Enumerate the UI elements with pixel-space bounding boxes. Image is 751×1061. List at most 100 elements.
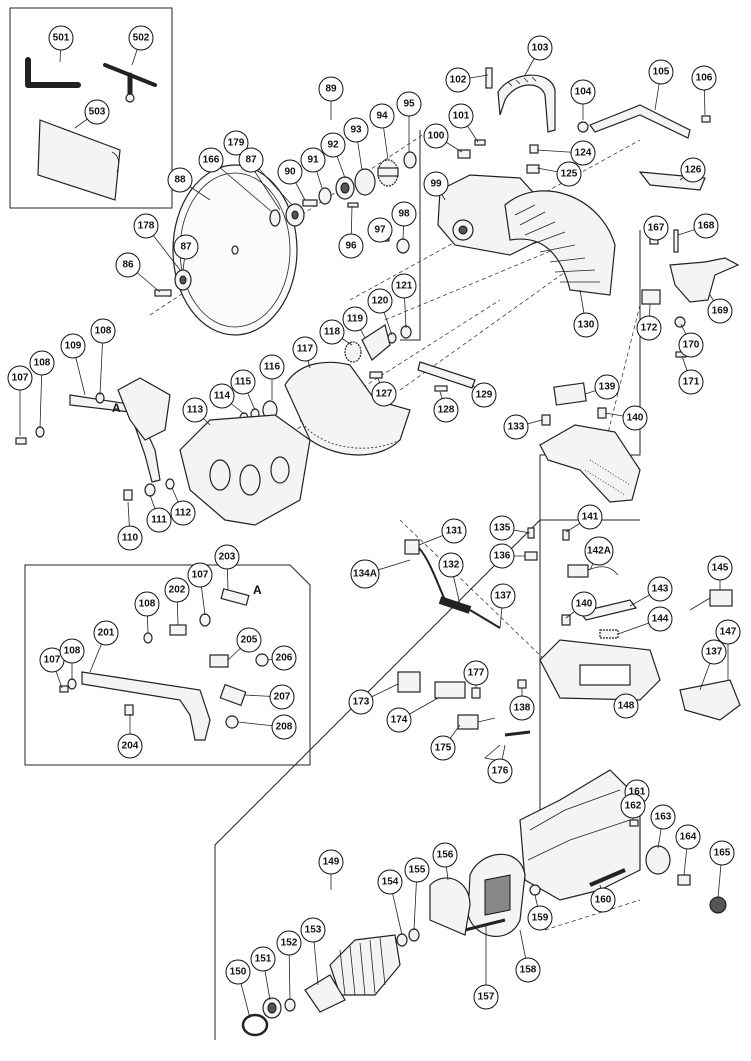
dash-line-3 [399,239,611,391]
handle-103 [497,74,556,133]
callout-circle [675,824,701,850]
motor-housing-161 [519,769,641,901]
callout-label: 87 [180,242,192,253]
callout-circle [319,319,345,345]
link-129 [417,361,476,389]
callout-circle [503,414,529,440]
collar-206 [255,653,269,667]
callout-label: 132 [443,560,460,571]
callout-badge: 128 [433,397,459,423]
callout-badge: 102 [445,67,471,93]
callout-label: 137 [495,591,512,602]
callout-circle [489,543,515,569]
callout-circle [432,842,458,868]
callout-circle [187,562,213,588]
callout-circle [647,576,673,602]
callout-circle [487,758,513,784]
callout-label: 87 [245,155,257,166]
callout-badge: 140 [622,405,648,431]
baffle-156 [429,877,471,936]
callout-badge: 136 [489,543,515,569]
callout-badge: 157 [473,984,499,1010]
callout-label: 150 [230,967,247,978]
callout-label: 173 [353,697,370,708]
cap-165 [709,896,727,914]
spring-144 [599,629,619,639]
callout-badge: 96 [338,233,364,259]
screw-96 [347,202,359,208]
callout-circle [433,397,459,423]
callout-badge: 98 [391,201,417,227]
callout-badge: 121 [391,273,417,299]
callout-circle [620,793,646,819]
callout-label: 105 [653,67,670,78]
callout-badge: 111 [146,507,172,533]
callout-label: 133 [508,422,525,433]
callout-circle [84,99,110,125]
screw-124 [529,144,539,154]
callout-badge: 165 [709,840,735,866]
callout-label: 89 [325,84,337,95]
callout-badge: 171 [678,369,704,395]
callout-circle [300,917,326,943]
callout-badge: 153 [300,917,326,943]
screw-157 [464,918,506,932]
screw-133 [541,414,551,426]
clip-177 [471,687,481,699]
noise-filter-173 [397,671,421,693]
callout-circle [238,147,264,173]
washer-87-lower [174,269,192,291]
callout-circle [343,117,369,143]
screw-128 [434,385,448,392]
callout-badge: 201 [93,620,119,646]
callout-circle [115,252,141,278]
callout-circle [590,887,616,913]
callout-badge: 137 [701,639,727,665]
callout-circle [230,369,256,395]
callout-circle [250,946,276,972]
cord-132 [438,596,501,629]
callout-label: 148 [618,701,635,712]
callout-label: 166 [203,155,220,166]
callout-label: 140 [627,413,644,424]
callout-badge: 100 [423,123,449,149]
callout-label: 207 [274,692,291,703]
plate-119 [361,324,391,361]
callout-circle [59,638,85,664]
callout-circle [377,869,403,895]
callout-circle [386,707,412,733]
callout-circle [691,65,717,91]
callout-label: 129 [476,390,493,401]
callout-badge: 141 [577,504,603,530]
callout-circle [594,374,620,400]
screw-204 [124,704,134,716]
washer-108-opt-left [67,678,77,690]
callout-circle [584,536,614,566]
callout-label: 94 [376,111,388,122]
callout-badge: 130 [573,312,599,338]
callout-circle [350,559,380,589]
brush-164 [677,874,691,886]
callout-badge: 177 [463,660,489,686]
callout-badge: 168 [693,213,719,239]
callout-label: 134A [353,569,377,580]
callout-label: 120 [372,296,389,307]
callout-badge: 502 [128,25,154,51]
callout-circle [60,333,86,359]
callout-badge: 114 [209,383,235,409]
callout-badge: 94 [369,103,395,129]
callout-circle [29,350,55,376]
callout-label: 169 [712,306,729,317]
callout-badge: 207 [269,684,295,710]
callout-badge: 88 [167,167,193,193]
callout-label: 110 [122,533,139,544]
callout-circle [430,735,456,761]
callout-badge: 106 [691,65,717,91]
callout-label: 138 [514,703,531,714]
callout-circle [473,984,499,1010]
callout-circle [371,381,397,407]
callout-label: 118 [324,327,341,338]
callout-circle [214,544,240,570]
washer-154 [396,933,408,947]
